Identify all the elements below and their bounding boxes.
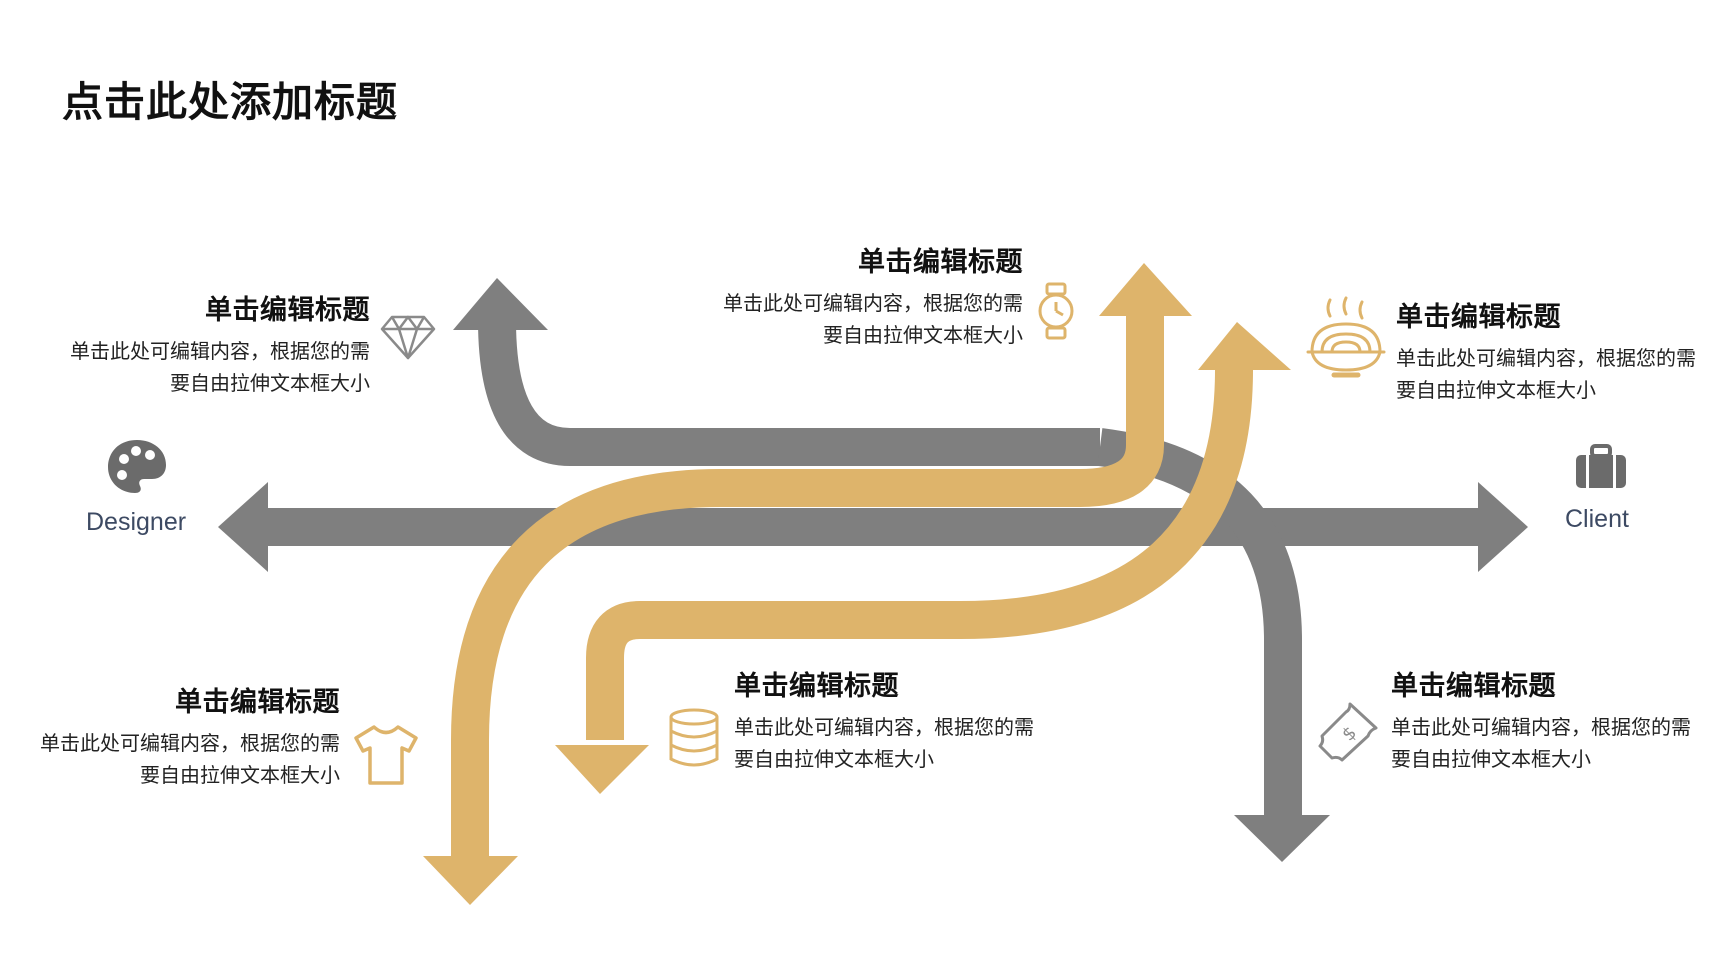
diamond-icon <box>380 314 436 360</box>
client-label: Client <box>1565 505 1629 533</box>
block-body-line[interactable]: 要自由拉伸文本框大小 <box>1396 378 1596 402</box>
gray-horizontal-arrow <box>218 482 1528 572</box>
block-body-line[interactable]: 要自由拉伸文本框大小 <box>1391 747 1591 771</box>
noodle-bowl-icon <box>1306 296 1386 380</box>
block-body-line[interactable]: 单击此处可编辑内容，根据您的需 <box>40 731 340 755</box>
text-block-top-middle: 单击编辑标题 单击此处可编辑内容，根据您的需 要自由拉伸文本框大小 <box>683 240 1023 351</box>
block-body-line[interactable]: 单击此处可编辑内容，根据您的需 <box>70 339 370 363</box>
block-body-line[interactable]: 要自由拉伸文本框大小 <box>140 763 340 787</box>
text-block-top-right: 单击编辑标题 单击此处可编辑内容，根据您的需 要自由拉伸文本框大小 <box>1396 295 1726 406</box>
text-block-bottom-left: 单击编辑标题 单击此处可编辑内容，根据您的需 要自由拉伸文本框大小 <box>0 680 340 791</box>
gold-down-left-arrow <box>423 263 1192 905</box>
designer-label: Designer <box>86 508 187 536</box>
block-body-line[interactable]: 要自由拉伸文本框大小 <box>170 371 370 395</box>
block-body-line[interactable]: 单击此处可编辑内容，根据您的需 <box>723 291 1023 315</box>
gray-up-left-arrow <box>453 278 1100 466</box>
slide-title[interactable]: 点击此处添加标题 <box>62 78 398 126</box>
text-block-bottom-right: 单击编辑标题 单击此处可编辑内容，根据您的需 要自由拉伸文本框大小 <box>1391 664 1726 775</box>
block-body-line[interactable]: 要自由拉伸文本框大小 <box>823 323 1023 347</box>
database-icon <box>668 708 720 768</box>
block-body-line[interactable]: 单击此处可编辑内容，根据您的需 <box>734 715 1034 739</box>
block-title[interactable]: 单击编辑标题 <box>175 687 340 718</box>
block-title[interactable]: 单击编辑标题 <box>734 671 899 702</box>
briefcase-icon <box>1574 444 1628 490</box>
watch-icon <box>1037 282 1075 340</box>
block-title[interactable]: 单击编辑标题 <box>858 247 1023 278</box>
block-body-line[interactable]: 要自由拉伸文本框大小 <box>734 747 934 771</box>
block-body-line[interactable]: 单击此处可编辑内容，根据您的需 <box>1396 346 1696 370</box>
tshirt-icon <box>352 724 420 786</box>
svg-text:$: $ <box>1338 722 1361 745</box>
money-bill-icon: $ <box>1316 700 1380 764</box>
text-block-bottom-middle: 单击编辑标题 单击此处可编辑内容，根据您的需 要自由拉伸文本框大小 <box>734 664 1074 775</box>
block-title[interactable]: 单击编辑标题 <box>1396 302 1561 333</box>
block-title[interactable]: 单击编辑标题 <box>205 295 370 326</box>
block-title[interactable]: 单击编辑标题 <box>1391 671 1556 702</box>
block-body-line[interactable]: 单击此处可编辑内容，根据您的需 <box>1391 715 1691 739</box>
palette-icon <box>106 438 168 496</box>
gold-up-right-arrow <box>555 322 1291 794</box>
text-block-top-left: 单击编辑标题 单击此处可编辑内容，根据您的需 要自由拉伸文本框大小 <box>30 288 370 399</box>
